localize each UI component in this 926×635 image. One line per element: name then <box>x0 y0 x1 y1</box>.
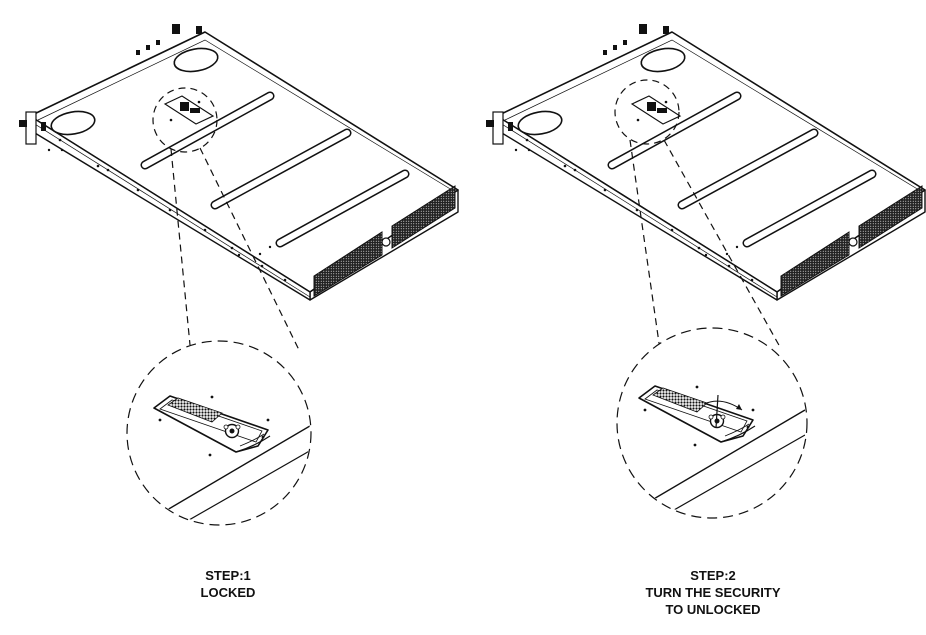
highlight-circle-step2 <box>614 79 680 145</box>
caption-step2-label: STEP:2 <box>690 568 736 583</box>
leader-line-step1-b <box>199 147 301 353</box>
panel-step2 <box>486 24 925 519</box>
latch-detail-unlocked <box>634 384 806 517</box>
caption-step2: STEP:2 TURN THE SECURITY TO UNLOCKED <box>583 567 843 618</box>
caption-step2-line1: TURN THE SECURITY <box>645 585 781 600</box>
leader-line-step1-a <box>170 148 191 346</box>
leader-line-step2-b <box>663 139 781 348</box>
server-chassis-step2 <box>486 24 925 300</box>
caption-step2-line2: TO UNLOCKED <box>665 602 761 617</box>
panel-step1 <box>19 24 458 526</box>
caption-step1-line1: LOCKED <box>200 585 256 600</box>
caption-step1: STEP:1 LOCKED <box>98 567 358 601</box>
turn-pointer-line <box>715 394 719 429</box>
server-chassis-step1 <box>19 24 458 300</box>
caption-step1-label: STEP:1 <box>205 568 251 583</box>
highlight-circle-step1 <box>152 87 218 153</box>
